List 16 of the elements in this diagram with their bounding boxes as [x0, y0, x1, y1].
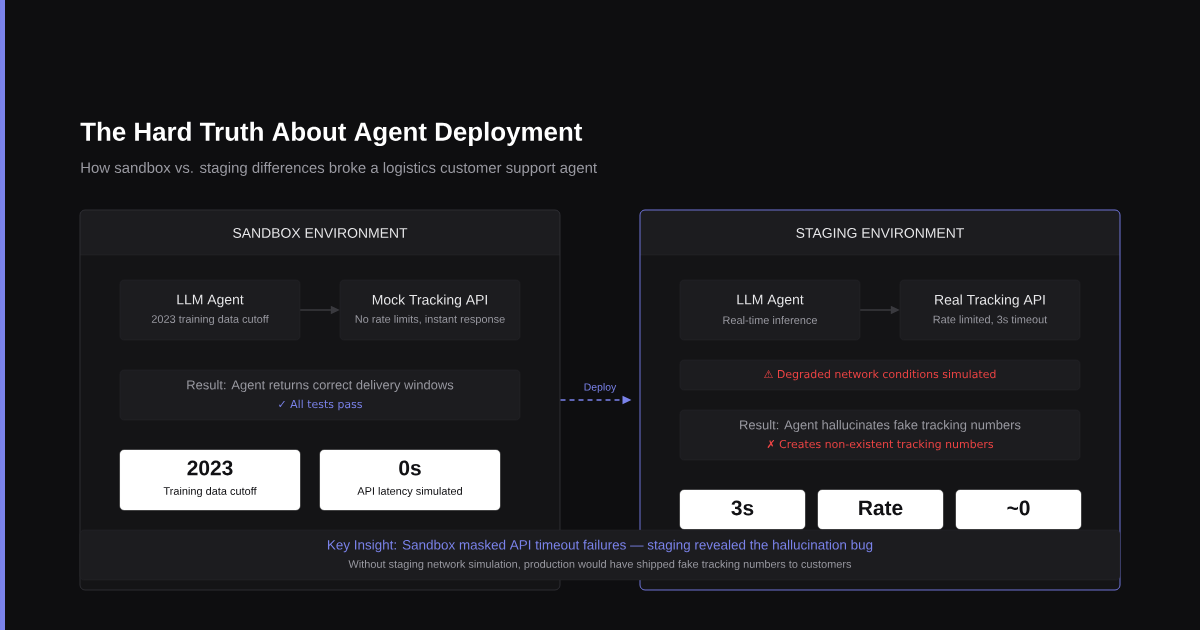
component-box: Real Tracking API Rate limited, 3s timeout [899, 279, 1081, 341]
stat-card: ~0 [955, 489, 1082, 530]
insight-banner: Key Insight: Sandbox masked API timeout failures — staging revealed the hallucination bug Without staging network simulation, production would have shipped fake tracking numbers to customers [79, 529, 1121, 581]
component-box: Mock Tracking API No rate limits, instant response [339, 279, 521, 341]
component-box: LLM Agent Real-time inference [679, 279, 861, 341]
component-box: Result: Agent returns correct delivery windows ✓ All tests pass [119, 369, 521, 421]
title: The Hard Truth About Agent Deployment [80, 121, 583, 147]
stat-card: 0s API latency simulated [319, 449, 501, 511]
edge-label: Deploy [584, 383, 617, 393]
component-box: LLM Agent 2023 training data cutoff [119, 279, 301, 341]
stat-card: 3s [679, 489, 806, 530]
stat-card: Rate [817, 489, 944, 530]
component-box: ⚠ Degraded network conditions simulated [679, 359, 1081, 391]
component-box: Result: Agent hallucinates fake tracking numbers ✗ Creates non-existent tracking numbers [679, 409, 1081, 461]
subtitle: How sandbox vs. staging differences broke a logistics customer support agent [81, 162, 597, 176]
stat-card: 2023 Training data cutoff [119, 449, 301, 511]
